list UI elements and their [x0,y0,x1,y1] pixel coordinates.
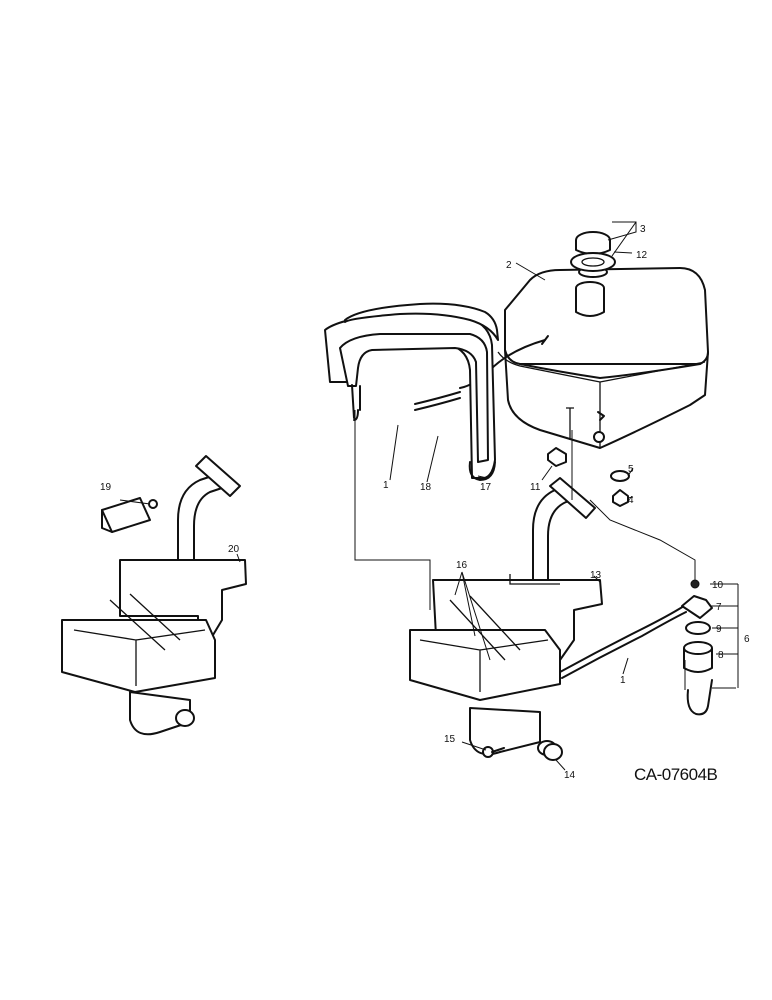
figure-code: CA-07604B [634,765,718,784]
callout-6: 6 [744,634,750,645]
frame-right [409,477,603,761]
callout-14: 14 [564,770,576,781]
callout-12: 12 [636,250,648,261]
callout-7: 7 [716,602,722,613]
callout-2: 2 [506,260,512,271]
callout-9: 9 [716,624,722,635]
tank-straps [324,302,499,481]
filler-cap [570,231,616,278]
fuel-line-lower [559,605,685,673]
callout-4: 4 [628,495,634,506]
callout-16: 16 [456,560,468,571]
callout-labels: 3 12 2 1 18 17 11 5 4 13 16 15 14 1 10 7… [100,224,750,781]
fuel-filter [681,579,713,716]
callout-3: 3 [640,224,646,235]
frame-left [61,455,247,736]
callout-19: 19 [100,482,112,493]
tank-hardware [547,447,630,507]
callout-15: 15 [444,734,456,745]
callout-8: 8 [718,650,724,661]
callout-17: 17 [480,482,492,493]
callout-18: 18 [420,482,432,493]
callout-13: 13 [590,570,602,581]
reference-lines [354,410,696,690]
fuel-line-upper [414,391,461,405]
callout-1-lower: 1 [620,675,626,686]
fuel-tank [459,267,709,449]
callout-5: 5 [628,464,634,475]
callout-11: 11 [530,482,541,493]
callout-leaders [119,221,739,771]
callout-1-upper: 1 [383,480,389,491]
callout-20: 20 [228,544,240,555]
callout-10: 10 [712,580,724,591]
